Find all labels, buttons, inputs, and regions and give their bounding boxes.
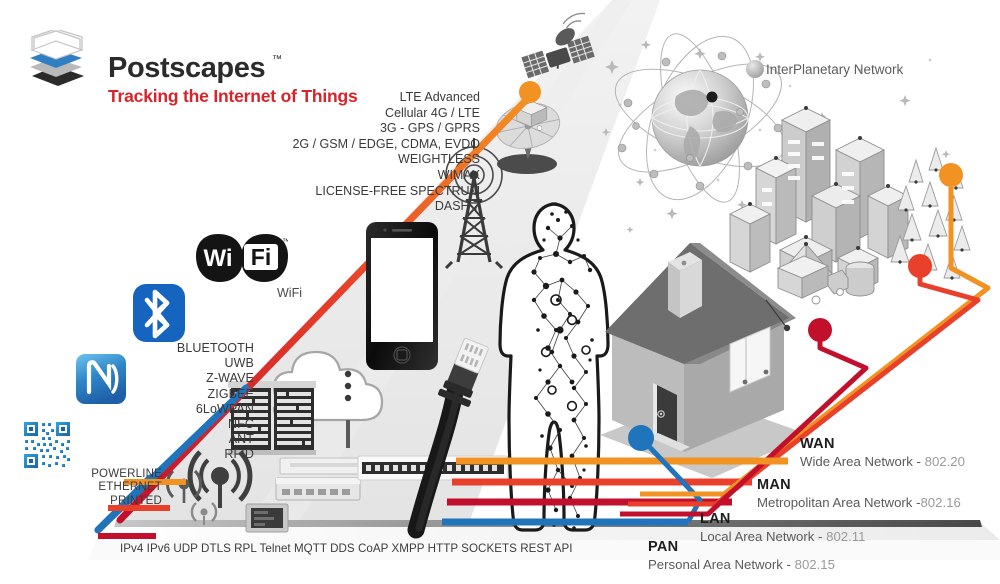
pan-item: 6LoWPAN [195, 401, 254, 416]
legend-lan-standard: 802.11 [826, 529, 866, 544]
legend-man-standard: 802.16 [920, 495, 961, 510]
legend-wan-dash: - [916, 454, 921, 469]
brand-tagline: Tracking the Internet of Things [108, 86, 358, 106]
cellular-item: WEIGHTLESS [398, 152, 480, 167]
satellite-icon [521, 12, 595, 79]
wifi-logo-icon: Wi Fi ™ [196, 234, 288, 282]
network-switch-icon [275, 477, 361, 501]
legend-lan-name: Local Area Network [700, 529, 815, 544]
orbiting-globe-icon [614, 33, 786, 203]
interplanetary-caption: InterPlanetary Network [766, 62, 904, 77]
pan-item: UWB [224, 356, 254, 371]
brand-trademark: ™ [272, 54, 282, 65]
ethernet-cable-icon [407, 337, 489, 539]
wifi-logo-tm: ™ [282, 237, 288, 246]
cellular-item: LTE Advanced [399, 90, 480, 104]
legend-lan-desc: Local Area Network - 802.11 [700, 529, 865, 544]
pan-item: ANT [228, 432, 254, 447]
cell-tower-icon [444, 138, 504, 270]
legend-pan-dash: - [786, 557, 791, 572]
legend-wan-desc: Wide Area Network - 802.20 [800, 454, 965, 469]
wired-item: PRINTED [110, 494, 162, 507]
protocols-strip: IPv4 IPv6 UDP DTLS RPL Telnet MQTT DDS C… [120, 542, 573, 555]
cellular-endpoint-dot [519, 81, 541, 103]
pan-item: NFC [228, 417, 254, 432]
pan-item: ZIGBEE [207, 386, 254, 401]
smartphone-icon[interactable] [366, 222, 438, 370]
lan-node-dot [628, 425, 654, 451]
nfc-icon [76, 354, 126, 404]
lan-node-dot-2 [808, 318, 832, 342]
wifi-caption: WiFi [277, 286, 302, 300]
pan-beam-line [94, 384, 250, 539]
legend-man-desc: Metropolitan Area Network -802.16 [757, 495, 961, 510]
wireless-signal-tiny-icon [190, 502, 218, 525]
pan-item: Z-WAVE [206, 371, 254, 386]
cellular-item: LICENSE-FREE SPECTRUM [315, 183, 480, 198]
cellular-item: 3G - GPS / GPRS [379, 121, 480, 136]
wan-node-dot [939, 163, 963, 187]
legend-man-abbr: MAN [757, 477, 791, 493]
floor-plate [88, 520, 1000, 560]
moon-icon [746, 60, 764, 78]
pan-item: RFID [224, 447, 254, 462]
pan-technology-list: BLUETOOTH UWB Z-WAVE ZIGBEE 6LoWPAN NFC … [177, 341, 254, 463]
wired-item: POWERLINE [91, 468, 162, 480]
wired-item: ETHERNET [98, 481, 162, 494]
legend-wan-standard: 802.20 [924, 454, 965, 469]
legend-pan-name: Personal Area Network [648, 557, 783, 572]
legend-pan-standard: 802.15 [794, 557, 835, 572]
wifi-logo-wi-text: Wi [203, 245, 232, 272]
brand-name: Postscapes [108, 52, 266, 84]
wan-route-path [620, 163, 991, 517]
wired-technology-list: POWERLINE ETHERNET PRINTED [91, 468, 162, 508]
legend-man-name: Metropolitan Area Network [757, 495, 913, 510]
qr-code-icon [22, 420, 72, 470]
bluetooth-icon [133, 284, 185, 342]
legend-pan-abbr: PAN [648, 539, 679, 555]
cellular-item: 2G / GSM / EDGE, CDMA, EVDO [292, 136, 480, 151]
embedded-module-icon [245, 503, 289, 533]
legend-lan-abbr: LAN [700, 511, 731, 527]
city-skyline-icon [728, 106, 910, 297]
legend-pan-desc: Personal Area Network - 802.15 [648, 557, 835, 572]
stacked-layers-house-icon [30, 30, 84, 86]
cellular-item: WIMAX [437, 167, 480, 182]
legend-lan-dash: - [818, 529, 823, 544]
truck-icon [516, 101, 849, 305]
pan-item: BLUETOOTH [176, 341, 254, 355]
wifi-logo-fi-text: Fi [251, 244, 271, 270]
legend-wan-name: Wide Area Network [800, 454, 913, 469]
legend-wan-abbr: WAN [800, 436, 835, 452]
server-rack-icon [228, 381, 316, 455]
legend-man-dash: - [916, 495, 921, 510]
cellular-item: Cellular 4G / LTE [385, 105, 480, 120]
man-node-dot [908, 254, 932, 278]
person-network-icon [498, 202, 610, 532]
brand-logo: Postscapes ™ Tracking the Internet of Th… [24, 28, 364, 106]
cellular-beam-line [116, 94, 532, 524]
cellular-technology-list: LTE Advanced Cellular 4G / LTE 3G - GPS … [292, 90, 480, 215]
cellular-item: DASH 7 [434, 199, 480, 214]
